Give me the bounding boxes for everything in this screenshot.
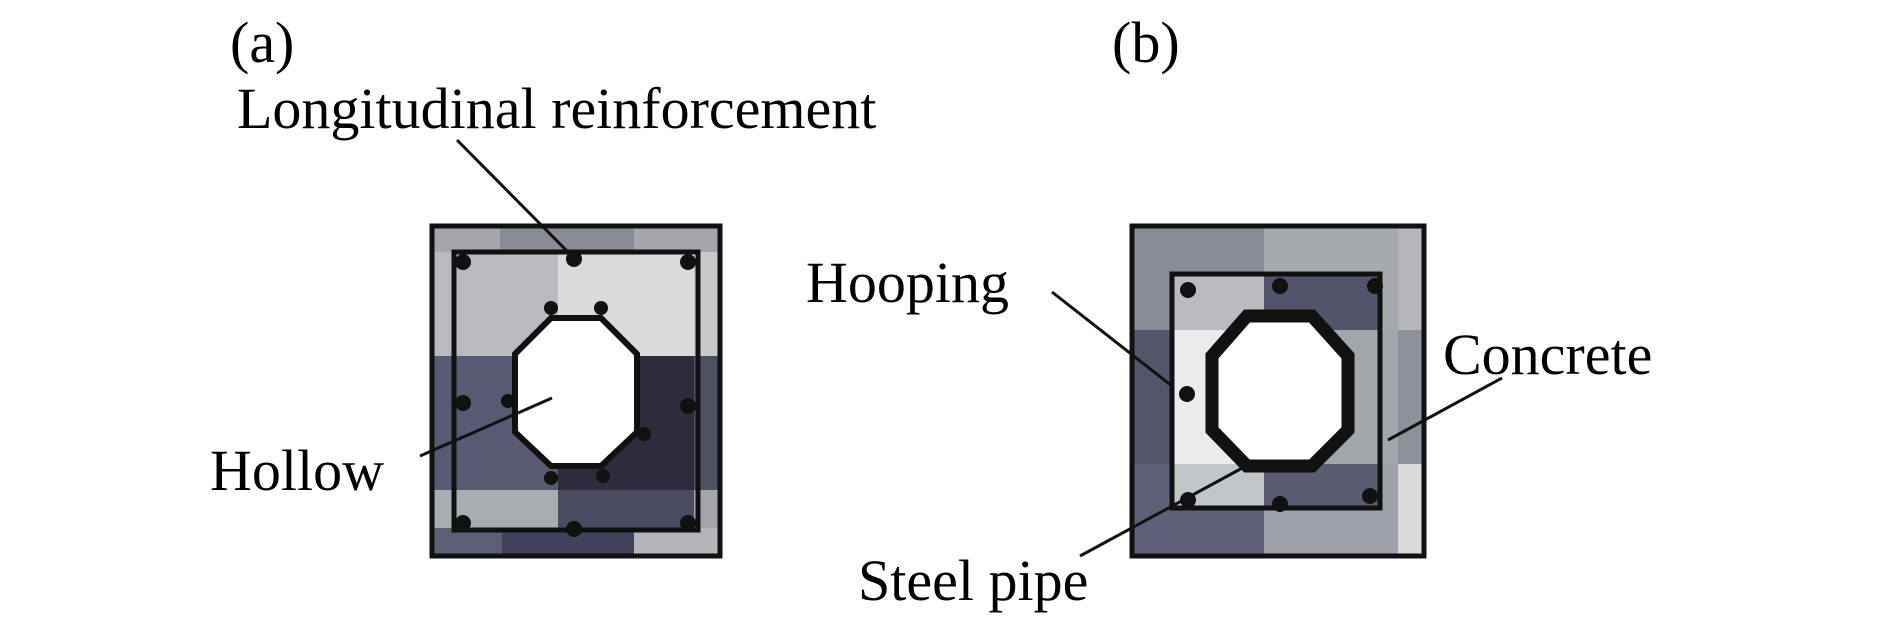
shade-patch — [432, 528, 502, 556]
label-hollow: Hollow — [210, 438, 384, 503]
panel-a: (a) Longitudinal reinforcement — [210, 10, 876, 559]
shade-patch — [634, 528, 720, 556]
rebar-dot — [637, 427, 651, 441]
leader-line-steel-pipe — [1079, 464, 1247, 558]
cross-section-b — [1129, 223, 1427, 559]
rebar-dot — [1367, 278, 1383, 294]
shade-patch — [1398, 226, 1424, 330]
label-concrete: Concrete — [1443, 322, 1652, 387]
rebar-group-b — [1179, 278, 1383, 512]
rebar-dot — [1179, 386, 1195, 402]
rebar-dot — [1272, 496, 1288, 512]
leader-line-hooping — [1051, 290, 1173, 388]
panel-a-tag: (a) — [230, 10, 294, 75]
rebar-dot — [1362, 488, 1378, 504]
label-longitudinal-reinforcement: Longitudinal reinforcement — [237, 76, 876, 141]
rebar-dot — [596, 469, 610, 483]
rebar-dot — [455, 254, 471, 270]
rebar-dot — [455, 515, 471, 531]
rebar-dot — [455, 395, 471, 411]
label-hooping: Hooping — [806, 250, 1009, 315]
rebar-dot — [594, 301, 608, 315]
leader-line-concrete — [1387, 376, 1503, 442]
hollow-octagon — [512, 315, 640, 469]
rebar-dot — [501, 394, 515, 408]
rebar-dot — [680, 254, 696, 270]
rebar-dot — [544, 471, 558, 485]
label-steel-pipe: Steel pipe — [858, 548, 1088, 613]
rebar-dot — [566, 521, 582, 537]
rebar-dot — [680, 515, 696, 531]
shade-patch — [1398, 464, 1424, 556]
rebar-dot — [1180, 282, 1196, 298]
panel-b: (b) — [806, 10, 1652, 613]
rebar-dot — [680, 398, 696, 414]
rebar-dot — [544, 301, 558, 315]
leader-line-longitudinal — [455, 138, 574, 258]
shade-patch — [500, 228, 634, 252]
rebar-dot — [1272, 278, 1288, 294]
shade-patch — [1132, 330, 1172, 464]
steel-pipe-octagon — [1205, 309, 1355, 473]
leader-line-hollow — [419, 396, 553, 458]
outer-border-b — [1129, 223, 1427, 559]
outer-border-a — [429, 223, 723, 559]
panel-b-tag: (b) — [1112, 10, 1180, 75]
cross-section-a — [429, 223, 723, 559]
shade-patch — [1398, 330, 1424, 464]
